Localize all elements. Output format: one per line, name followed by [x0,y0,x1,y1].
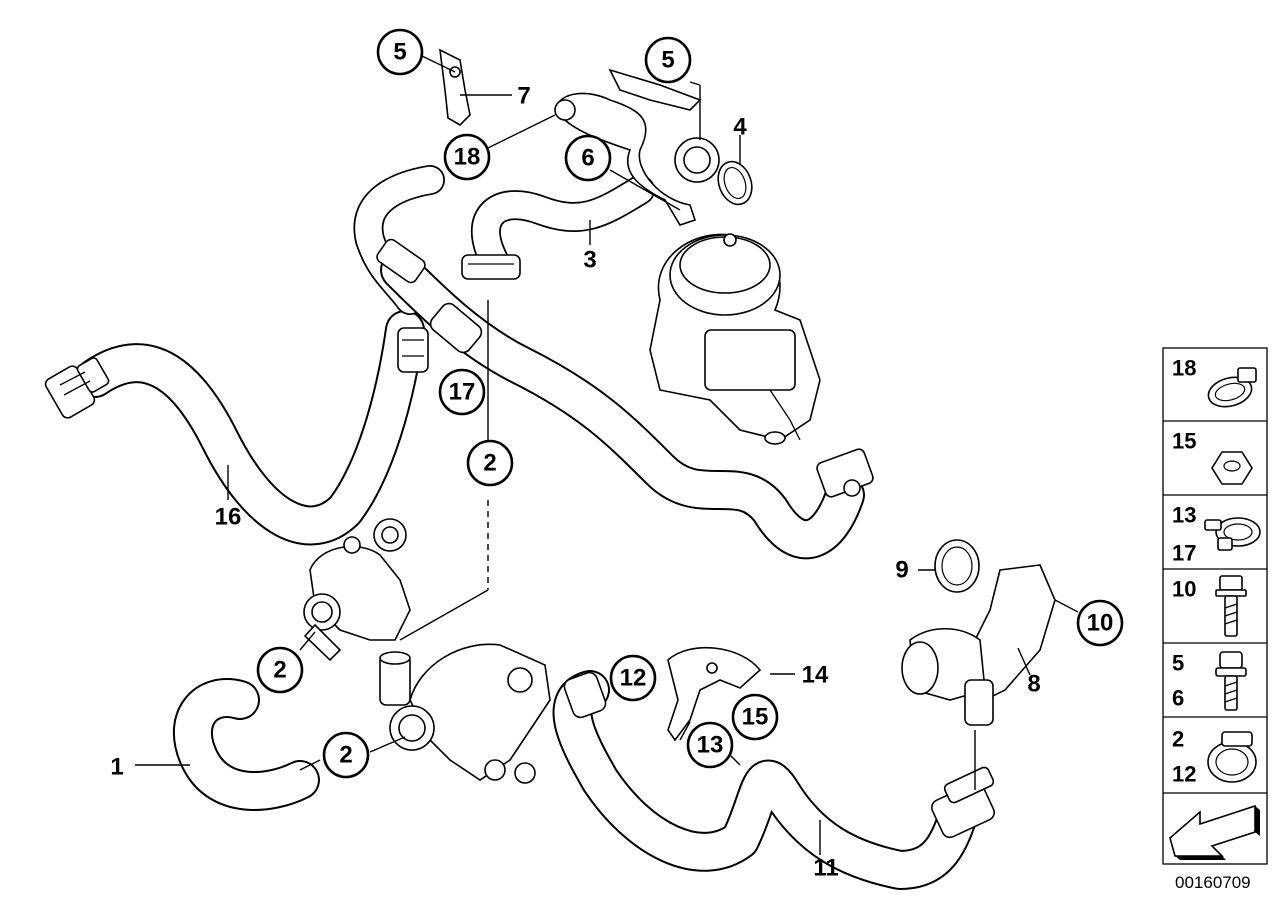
hose-junction [376,238,483,373]
clamp-icon [1207,367,1257,408]
svg-text:17: 17 [449,379,476,406]
svg-text:7: 7 [517,83,530,110]
hose-11 [552,670,995,890]
callout-7: 7 [517,83,530,110]
water-pump-center [379,643,551,784]
nut-icon [1211,451,1253,485]
callout-17: 17 [438,368,486,416]
svg-text:18: 18 [454,144,481,171]
callout-8: 8 [1027,671,1040,698]
svg-text:9: 9 [895,557,908,584]
svg-text:2: 2 [483,450,496,477]
filter-housing [649,233,821,445]
hose-3 [461,175,655,280]
callout-15: 15 [731,693,779,741]
spring-clamp-icon [1204,517,1261,551]
svg-text:6: 6 [1172,686,1184,711]
callout-2b: 2 [256,646,304,694]
svg-text:8: 8 [1027,671,1040,698]
svg-text:10: 10 [1087,610,1114,637]
hose-16 [75,310,425,546]
svg-text:12: 12 [1172,762,1196,787]
svg-text:5: 5 [661,47,674,74]
legend-row-2-12: 2 12 [1172,727,1257,787]
callout-14: 14 [802,662,829,689]
svg-text:12: 12 [620,665,647,692]
callout-2a: 2 [466,439,514,487]
bracket-7 [439,48,471,127]
diagram-code: 00160709 [1175,873,1251,892]
callout-1: 1 [110,754,123,781]
svg-text:18: 18 [1172,356,1196,381]
svg-text:10: 10 [1172,577,1196,602]
svg-text:15: 15 [742,704,769,731]
svg-text:13: 13 [1172,503,1196,528]
callout-5b: 5 [644,36,692,84]
clip-14 [667,646,762,742]
svg-text:3: 3 [583,247,596,274]
callout-4: 4 [733,114,747,141]
thermostat-8 [901,539,1056,726]
legend-row-15: 15 [1172,429,1253,485]
callout-10: 10 [1076,599,1124,647]
callout-3: 3 [583,247,596,274]
screw-icon [1215,651,1247,711]
svg-text:14: 14 [802,662,829,689]
callout-6: 6 [564,134,612,182]
bolt-icon [1215,575,1247,637]
legend-row-10: 10 [1172,575,1247,637]
hose-16-connector [44,357,110,419]
svg-text:15: 15 [1172,429,1196,454]
svg-text:2: 2 [273,657,286,684]
svg-text:11: 11 [813,855,838,882]
callout-11: 11 [813,855,838,882]
hose-clamp-icon [1207,731,1257,783]
svg-text:2: 2 [1172,727,1184,752]
callout-12: 12 [609,654,657,702]
svg-text:6: 6 [581,145,594,172]
svg-text:1: 1 [110,754,123,781]
callout-9: 9 [895,557,908,584]
legend-row-13-17: 13 17 [1172,503,1261,566]
callout-13: 13 [686,721,734,769]
arrow-icon [1169,804,1260,860]
legend-row-18: 18 [1172,356,1257,408]
svg-text:16: 16 [215,504,242,531]
callout-18: 18 [443,133,491,181]
callout-5a: 5 [376,28,424,76]
svg-text:2: 2 [339,742,352,769]
svg-text:13: 13 [697,732,724,759]
hose-1 [172,678,320,811]
leader-lines [135,54,1079,855]
legend: 18 15 13 17 [1162,347,1268,865]
flange-part [554,68,753,226]
svg-text:5: 5 [1172,651,1184,676]
svg-text:5: 5 [393,39,406,66]
hose-17-connector [816,448,874,498]
legend-row-5-6: 5 6 [1172,651,1247,711]
svg-text:17: 17 [1172,541,1196,566]
callout-16: 16 [215,504,242,531]
svg-text:4: 4 [733,114,747,141]
callout-2c: 2 [322,731,370,779]
